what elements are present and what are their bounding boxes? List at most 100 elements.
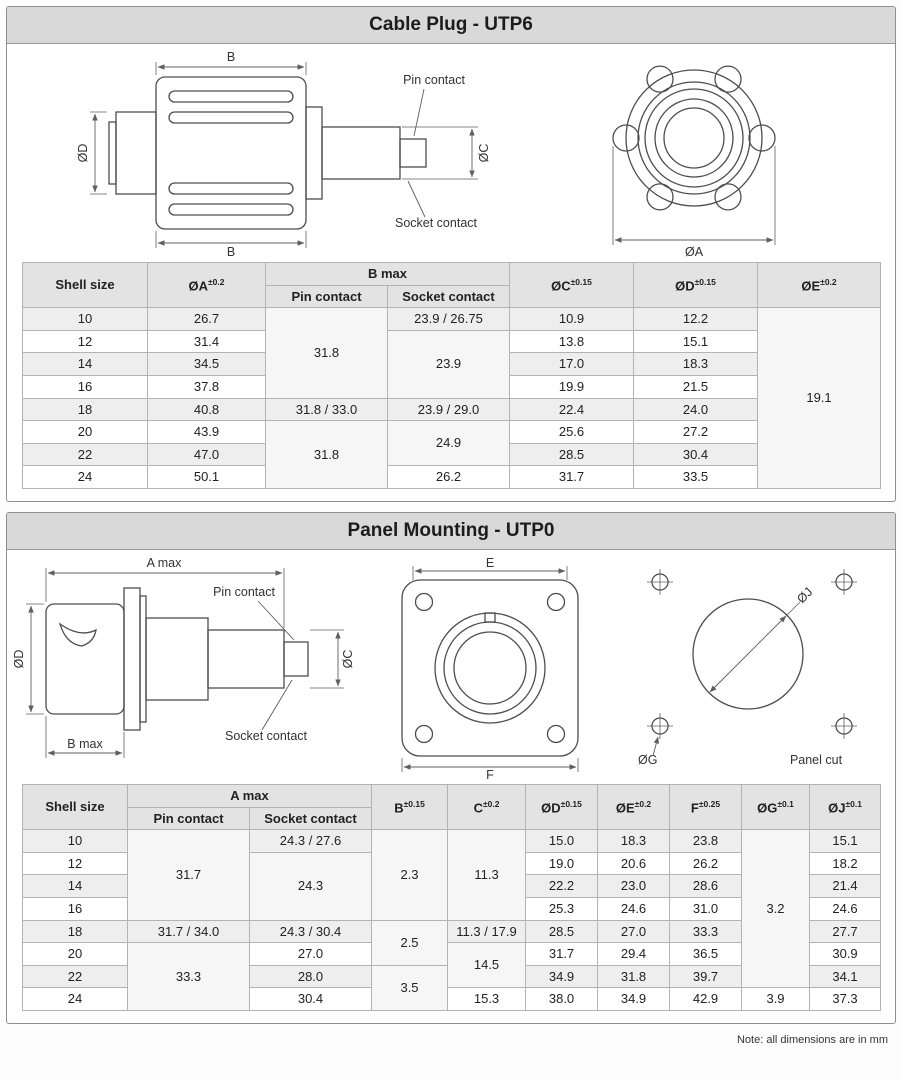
cell-shell: 22 bbox=[22, 964, 128, 989]
col-header-dia-a: ØA±0.2 bbox=[147, 261, 266, 309]
front-view-dimension: ØA bbox=[612, 146, 776, 258]
cell: 43.9 bbox=[147, 420, 266, 444]
dim-label-dia-d: ØD bbox=[14, 650, 26, 669]
panel-mount-front-view: E F bbox=[401, 556, 579, 780]
cell-merged: 24.3 bbox=[248, 851, 373, 921]
cell-shell: 12 bbox=[22, 329, 148, 354]
table-row-18: 18 31.7 / 34.0 24.3 / 30.4 2.5 11.3 / 17… bbox=[22, 919, 882, 966]
cell: 18.3 bbox=[633, 352, 758, 376]
cell: 24.6 bbox=[597, 896, 671, 921]
cell: 28.5 bbox=[509, 442, 634, 467]
cell: 23.0 bbox=[597, 874, 671, 898]
cell: 34.1 bbox=[809, 964, 882, 989]
dim-label-e: E bbox=[486, 556, 494, 570]
cell: 21.4 bbox=[809, 874, 882, 898]
cell: 26.7 bbox=[147, 307, 266, 331]
cell: 37.3 bbox=[809, 987, 882, 1011]
table-row-14: 14 22.2 23.0 28.6 21.4 bbox=[22, 874, 882, 898]
cell: 36.5 bbox=[669, 942, 743, 966]
cell: 17.0 bbox=[509, 352, 634, 376]
cell: 31.7 bbox=[509, 465, 634, 489]
cell-merged: 31.8 bbox=[265, 307, 388, 399]
label-socket-contact: Socket contact bbox=[225, 729, 308, 743]
cell-shell: 16 bbox=[22, 374, 148, 399]
cell-merged: 31.8 bbox=[265, 420, 388, 489]
cell: 47.0 bbox=[147, 442, 266, 467]
table-row-20: 20 33.3 27.0 14.5 31.7 29.4 36.5 30.9 bbox=[22, 942, 882, 1011]
cell-shell: 20 bbox=[22, 420, 148, 444]
cell: 19.0 bbox=[525, 851, 599, 876]
cell: 23.9 / 26.75 bbox=[387, 307, 510, 331]
dim-label-dia-g: ØG bbox=[638, 753, 657, 767]
cell: 21.5 bbox=[633, 374, 758, 399]
dim-label-b-bottom: B bbox=[227, 245, 235, 258]
cell: 15.3 bbox=[447, 987, 527, 1011]
col-header-c: C±0.2 bbox=[447, 783, 527, 831]
table-row-12: 12 31.4 23.9 13.8 15.1 bbox=[22, 329, 881, 399]
cell: 29.4 bbox=[597, 942, 671, 966]
col-header-socket-contact: Socket contact bbox=[387, 284, 510, 309]
table-row-18: 18 40.8 31.8 / 33.0 23.9 / 29.0 22.4 24.… bbox=[22, 397, 881, 422]
col-header-b: B±0.15 bbox=[371, 783, 449, 831]
col-header-dia-e: ØE±0.2 bbox=[597, 783, 671, 831]
panel-mounting-section: Panel Mounting - UTP0 bbox=[6, 511, 896, 1024]
cell: 26.2 bbox=[387, 465, 510, 489]
cable-plug-section: Cable Plug - UTP6 bbox=[6, 6, 896, 502]
table-subheader-row: Pin contact Socket contact bbox=[23, 284, 881, 309]
cable-plug-title: Cable Plug - UTP6 bbox=[7, 7, 895, 44]
cell: 31.4 bbox=[147, 329, 266, 354]
cell-shell: 24 bbox=[22, 987, 128, 1011]
cell: 40.8 bbox=[147, 397, 266, 422]
panel-cut-outline bbox=[647, 568, 857, 739]
front-view-circles bbox=[612, 65, 776, 211]
dimensions-note: Note: all dimensions are in mm bbox=[736, 1033, 888, 1046]
cell: 18.2 bbox=[809, 851, 882, 876]
panel-mount-dimensions: A max Pin contact ØD ØC Socket contact bbox=[14, 556, 355, 758]
col-header-pin-contact: Pin contact bbox=[265, 284, 388, 309]
cell: 10.9 bbox=[509, 307, 634, 331]
cell-shell: 12 bbox=[22, 851, 128, 876]
cell-merged: 14.5 bbox=[447, 942, 527, 989]
cell: 15.1 bbox=[633, 329, 758, 354]
dim-label-dia-c: ØC bbox=[341, 650, 355, 669]
cell: 24.0 bbox=[633, 397, 758, 422]
cell-merged: 2.5 bbox=[371, 919, 449, 966]
cell: 23.8 bbox=[669, 829, 743, 853]
table-row-10: 10 26.7 31.8 23.9 / 26.75 10.9 12.2 19.1 bbox=[22, 307, 881, 489]
cell: 20.6 bbox=[597, 851, 671, 876]
label-socket-contact: Socket contact bbox=[395, 216, 478, 230]
flange-dimensions: E F bbox=[401, 556, 579, 780]
cell-merged: 33.3 bbox=[127, 942, 250, 1011]
cable-plug-dimensions: B B ØD ØC Pin contact Socket contac bbox=[76, 50, 491, 258]
cell: 11.3 / 17.9 bbox=[447, 919, 527, 944]
col-header-a-max: A max bbox=[126, 783, 373, 808]
panel-mounting-title: Panel Mounting - UTP0 bbox=[7, 512, 895, 550]
cell: 34.5 bbox=[147, 352, 266, 376]
cell: 27.0 bbox=[597, 919, 671, 944]
table-header-row: Shell size A max B±0.15 C±0.2 ØD±0.15 ØE… bbox=[22, 783, 882, 831]
cell-merged: 23.9 bbox=[387, 329, 510, 399]
cell: 18.3 bbox=[597, 829, 671, 853]
panel-mount-side-view: A max Pin contact ØD ØC Socket contact bbox=[14, 556, 355, 758]
cell-shell: 10 bbox=[22, 829, 128, 853]
cable-plug-side-view: B B ØD ØC Pin contact Socket contac bbox=[76, 50, 491, 258]
cell-merged: 3.2 bbox=[741, 829, 811, 989]
cell-merged: 3.5 bbox=[371, 964, 449, 1011]
col-header-socket-contact: Socket contact bbox=[248, 806, 373, 831]
cell: 30.4 bbox=[248, 987, 373, 1011]
cell: 3.9 bbox=[741, 987, 811, 1011]
cell-merged: 2.3 bbox=[371, 829, 449, 921]
cell: 13.8 bbox=[509, 329, 634, 354]
cell-shell: 16 bbox=[22, 896, 128, 921]
cell: 27.0 bbox=[248, 942, 373, 966]
cell: 31.7 bbox=[525, 942, 599, 966]
table-header-row: Shell size ØA±0.2 B max ØC±0.15 ØD±0.15 … bbox=[22, 261, 881, 309]
cell-shell: 18 bbox=[22, 919, 128, 944]
cell: 38.0 bbox=[525, 987, 599, 1011]
label-pin-contact: Pin contact bbox=[213, 585, 275, 599]
panel-mounting-table-wrap: Shell size A max B±0.15 C±0.2 ØD±0.15 ØE… bbox=[7, 782, 895, 1023]
cell: 50.1 bbox=[147, 465, 266, 489]
cell: 19.9 bbox=[509, 374, 634, 399]
dim-label-b-max: B max bbox=[67, 737, 103, 751]
cell: 22.2 bbox=[525, 874, 599, 898]
